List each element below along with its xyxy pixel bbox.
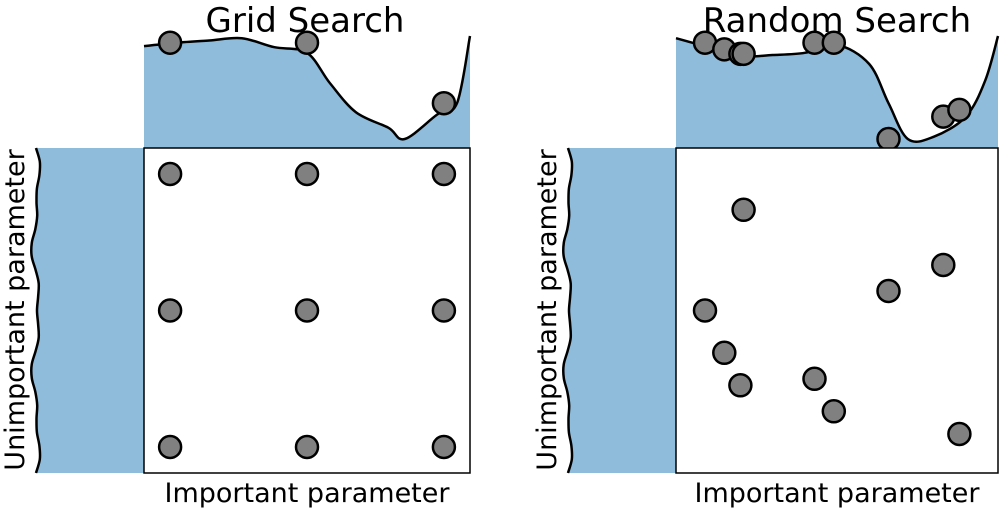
grid-search-sample-point-4 (294, 298, 320, 323)
grid-search-marginal-top (143, 30, 472, 148)
random-search-sample-points (692, 197, 972, 447)
grid-search-sample-point-5 (431, 298, 457, 323)
random-search-top-point-5 (821, 30, 847, 55)
random-search-plot-frame (675, 147, 999, 474)
random-search-sample-point-0 (731, 197, 756, 223)
grid-search-panel: Grid Search Important parameter Unimport… (0, 1, 472, 509)
random-search-sample-point-2 (712, 340, 737, 366)
grid-search-top-points (157, 30, 457, 116)
random-search-top-point-3 (731, 41, 756, 67)
random-search-top-density-fill (676, 36, 998, 148)
random-search-sample-point-7 (931, 252, 956, 278)
random-search-sample-point-4 (802, 366, 827, 392)
grid-search-top-point-1 (294, 30, 320, 55)
grid-search-sample-point-8 (431, 434, 457, 460)
random-search-sample-point-1 (692, 298, 718, 323)
random-search-top-point-8 (947, 97, 972, 123)
random-search-sample-point-5 (821, 399, 847, 424)
random-search-sample-point-6 (876, 278, 901, 304)
grid-search-xlabel: Important parameter (165, 478, 451, 509)
grid-search-sample-point-1 (294, 161, 320, 187)
random-search-panel: Random Search Important parameter Unimpo… (532, 1, 1000, 509)
random-search-ylabel: Unimportant parameter (532, 148, 563, 470)
grid-search-top-point-0 (157, 30, 183, 55)
grid-search-top-density-fill (144, 36, 470, 148)
grid-search-left-density-curve (30, 147, 42, 474)
random-search-marginal-left (562, 147, 676, 474)
grid-search-top-density-curve (143, 35, 472, 141)
grid-search-ylabel: Unimportant parameter (0, 148, 31, 470)
random-search-xlabel: Important parameter (695, 478, 981, 509)
grid-search-sample-point-0 (157, 161, 183, 187)
grid-search-top-point-2 (431, 90, 457, 116)
random-search-left-density-fill (563, 148, 676, 473)
grid-search-sample-point-6 (157, 434, 183, 460)
random-search-sample-point-3 (728, 373, 753, 398)
random-search-marginal-top (675, 30, 1000, 152)
grid-search-sample-points (157, 161, 457, 460)
grid-search-left-density-fill (31, 148, 144, 473)
random-search-left-density-curve (562, 147, 574, 474)
grid-search-sample-point-7 (294, 434, 320, 460)
random-search-sample-point-8 (947, 421, 972, 447)
grid-search-sample-point-3 (157, 298, 183, 323)
random-search-top-point-6 (876, 126, 901, 152)
grid-search-sample-point-2 (431, 161, 457, 187)
grid-search-marginal-left (30, 147, 144, 474)
random-search-top-points (692, 30, 972, 152)
